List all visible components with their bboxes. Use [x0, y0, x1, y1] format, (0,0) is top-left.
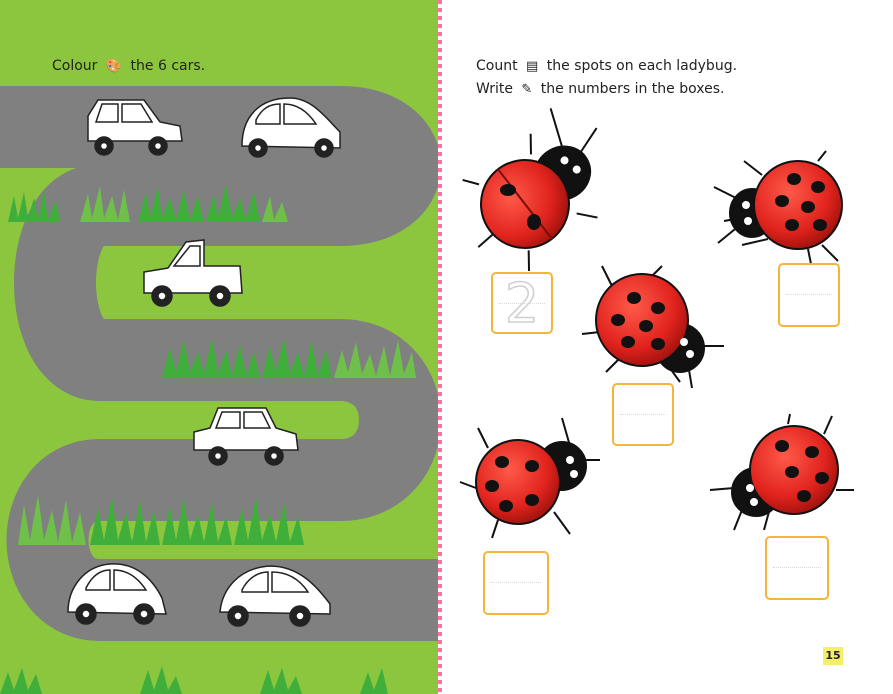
left-page: Colour 🎨 the 6 cars. [0, 0, 440, 694]
grass-tufts [0, 184, 416, 694]
road-scene [0, 86, 440, 694]
paint-palette-icon: 🎨 [105, 59, 123, 74]
instruction-verb: Count [476, 58, 518, 74]
writing-guide [491, 582, 541, 583]
traced-answer: 2 [504, 272, 540, 335]
writing-guide [773, 567, 821, 568]
car-outline[interactable] [241, 97, 341, 158]
car-outline[interactable] [67, 563, 167, 625]
instruction-verb: Write [476, 81, 513, 97]
ladybug [459, 417, 600, 539]
write-instruction: Write ✎ the numbers in the boxes. [476, 81, 724, 97]
car-outline[interactable] [143, 239, 243, 307]
page-spine [438, 0, 442, 694]
instruction-text: the spots on each ladybug. [546, 58, 738, 74]
ladybug-scene [459, 108, 854, 539]
writing-guide [786, 294, 832, 295]
instruction-text: the 6 cars. [130, 58, 206, 74]
car-outline[interactable] [87, 99, 183, 156]
answer-box[interactable] [778, 263, 840, 327]
answer-box[interactable]: 2 [491, 272, 553, 334]
pencil-icon: ✎ [521, 82, 533, 97]
ladybug [462, 108, 598, 271]
right-page: Count ▤ the spots on each ladybug. Write… [442, 0, 893, 694]
ladybug [581, 265, 724, 389]
page-number: 15 [823, 647, 843, 665]
answer-box[interactable] [483, 551, 549, 615]
answer-box[interactable] [612, 383, 674, 446]
colour-instruction: Colour 🎨 the 6 cars. [52, 58, 205, 74]
car-outline[interactable] [193, 407, 299, 466]
count-instruction: Count ▤ the spots on each ladybug. [476, 58, 737, 74]
ladybug-1-spots [500, 184, 541, 230]
instruction-text: the numbers in the boxes. [540, 81, 725, 97]
writing-guide [620, 414, 666, 415]
instruction-verb: Colour [52, 58, 98, 74]
answer-box[interactable] [765, 536, 829, 600]
abacus-icon: ▤ [526, 59, 539, 74]
ladybug [713, 150, 843, 270]
ladybug [709, 413, 854, 531]
writing-guide [499, 303, 545, 304]
car-outline[interactable] [219, 565, 331, 627]
